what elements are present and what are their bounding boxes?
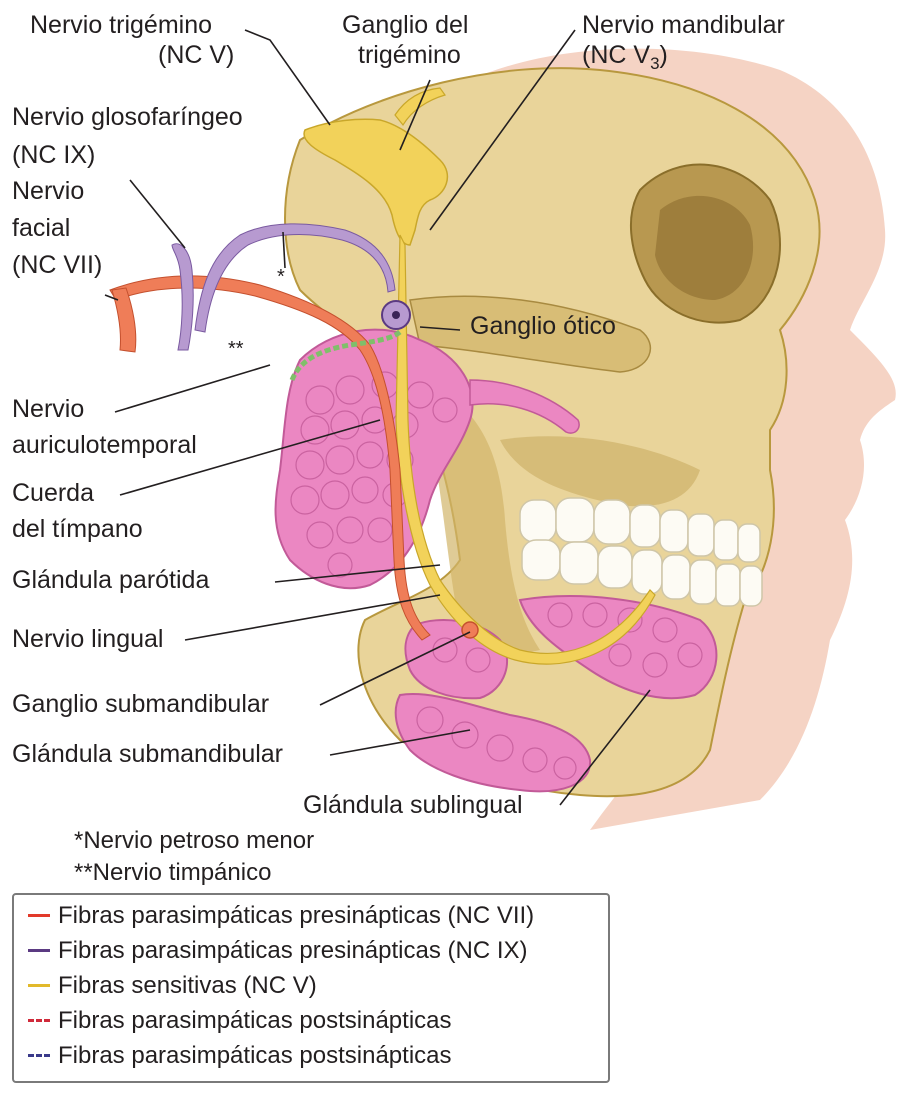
legend-label: Fibras sensitivas (NC V) bbox=[58, 972, 317, 1000]
label-nervio-mandibular-2: (NC V3) bbox=[582, 40, 668, 79]
legend-swatch bbox=[28, 949, 50, 952]
legend-swatch bbox=[28, 984, 50, 987]
label-star-single: * bbox=[277, 262, 285, 293]
label-ganglio-otico: Ganglio ótico bbox=[470, 311, 616, 342]
legend-swatch bbox=[28, 914, 50, 917]
label-nervio-mandibular-sub: 3 bbox=[650, 54, 659, 73]
label-star-double: ** bbox=[228, 334, 244, 365]
legend-item: Fibras parasimpáticas postsinápticas bbox=[28, 1005, 452, 1036]
label-nervio-mandibular-close: ) bbox=[660, 41, 668, 69]
label-glandula-submandibular: Glándula submandibular bbox=[12, 739, 283, 770]
legend-item: Fibras sensitivas (NC V) bbox=[28, 970, 317, 1001]
legend-label: Fibras parasimpáticas postsinápticas bbox=[58, 1042, 452, 1070]
legend-label: Fibras parasimpáticas presinápticas (NC … bbox=[58, 937, 528, 965]
legend-swatch bbox=[28, 1019, 50, 1022]
legend-label: Fibras parasimpáticas presinápticas (NC … bbox=[58, 902, 534, 930]
label-ganglio-submandibular: Ganglio submandibular bbox=[12, 689, 269, 720]
label-glandula-sublingual: Glándula sublingual bbox=[303, 790, 523, 821]
footnote-timpanico: **Nervio timpánico bbox=[74, 858, 271, 888]
label-ganglio-trigemino-1: Ganglio del bbox=[342, 10, 468, 41]
label-nervio-trigemino-2: (NC V) bbox=[158, 40, 234, 71]
footnote-petroso: *Nervio petroso menor bbox=[74, 826, 314, 856]
label-glandula-parotida: Glándula parótida bbox=[12, 565, 209, 596]
label-ganglio-trigemino-2: trigémino bbox=[358, 40, 461, 71]
label-nervio-lingual: Nervio lingual bbox=[12, 624, 163, 655]
label-cuerda-1: Cuerda bbox=[12, 478, 94, 509]
label-facial-1: Nervio bbox=[12, 176, 84, 207]
label-auriculotemporal-1: Nervio bbox=[12, 394, 84, 425]
label-cuerda-2: del tímpano bbox=[12, 514, 143, 545]
legend-item: Fibras parasimpáticas postsinápticas bbox=[28, 1040, 452, 1071]
label-glosofaringeo-1: Nervio glosofaríngeo bbox=[12, 102, 243, 133]
label-nervio-mandibular-1: Nervio mandibular bbox=[582, 10, 785, 41]
legend: Fibras parasimpáticas presinápticas (NC … bbox=[12, 893, 610, 1083]
label-nervio-trigemino-1: Nervio trigémino bbox=[30, 10, 212, 41]
label-auriculotemporal-2: auriculotemporal bbox=[12, 430, 197, 461]
legend-swatch bbox=[28, 1054, 50, 1057]
glossopharyngeal-nerve bbox=[172, 244, 193, 350]
label-facial-3: (NC VII) bbox=[12, 250, 102, 281]
legend-label: Fibras parasimpáticas postsinápticas bbox=[58, 1007, 452, 1035]
legend-item: Fibras parasimpáticas presinápticas (NC … bbox=[28, 935, 528, 966]
label-glosofaringeo-2: (NC IX) bbox=[12, 140, 95, 171]
legend-item: Fibras parasimpáticas presinápticas (NC … bbox=[28, 900, 534, 931]
label-nervio-mandibular-nc: (NC V bbox=[582, 41, 650, 69]
label-facial-2: facial bbox=[12, 213, 70, 244]
